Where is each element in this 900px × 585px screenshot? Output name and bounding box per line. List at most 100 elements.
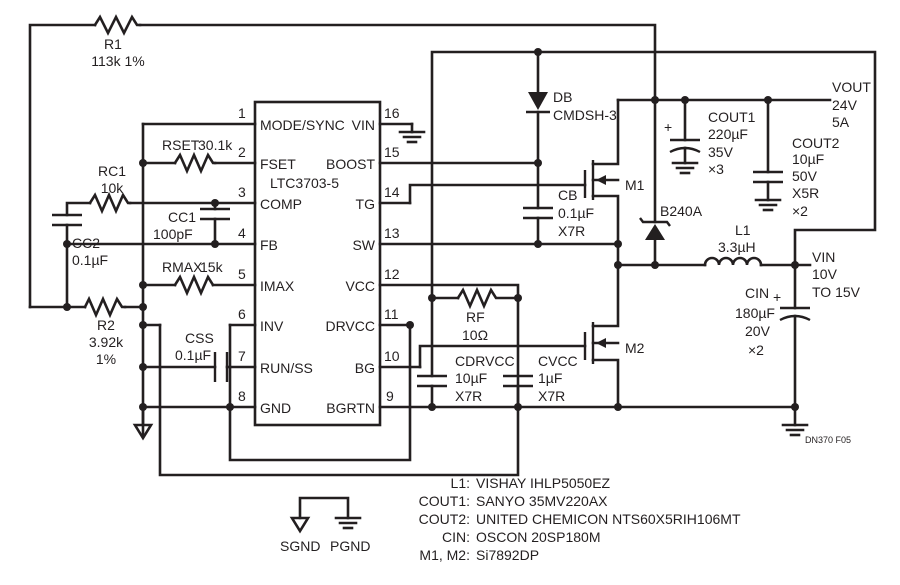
vin-rail (430, 50, 877, 287)
css-value: 0.1µF (175, 347, 211, 363)
pin-name: MODE/SYNC (260, 117, 345, 133)
cdrvcc-dielectric: X7R (455, 388, 482, 404)
bom-part: UNITED CHEMICON NTS60X5RIH106MT (476, 511, 741, 527)
pin-num: 15 (384, 144, 400, 160)
rset-ref: RSET (162, 137, 200, 153)
vout-label: VOUT (832, 79, 871, 95)
r1-net (28, 23, 657, 309)
l1-value: 3.3µH (718, 239, 756, 255)
l1-ref: L1 (735, 222, 751, 238)
vin-min: 10V (812, 266, 838, 282)
r2-net (28, 242, 215, 309)
sgnd-legend-icon (289, 516, 311, 534)
figure-id: DN370 F05 (805, 435, 851, 445)
pin-num: 6 (238, 306, 246, 322)
pin-name: VCC (345, 278, 375, 294)
m1-drain (591, 98, 620, 166)
pin-num: 5 (238, 266, 246, 282)
cc2-ref: CC2 (72, 235, 100, 251)
r2-resistor (83, 295, 127, 319)
db-value: CMDSH-3 (553, 107, 617, 123)
m1-ref: M1 (625, 177, 645, 193)
bom-part: Si7892DP (476, 547, 539, 563)
bg-net (418, 344, 587, 369)
cout2-qty: ×2 (792, 203, 808, 219)
l1-inductor (703, 256, 763, 267)
rmax-value: 15k (200, 259, 224, 275)
rset-resistor (173, 151, 217, 175)
r2-value: 3.92k (89, 334, 124, 350)
bom-list: L1: VISHAY IHLP5050EZ COUT1: SANYO 35MV2… (419, 475, 741, 563)
r2-ref: R2 (97, 317, 115, 333)
rmax-resistor (173, 273, 215, 297)
cvcc-ref: CVCC (538, 353, 578, 369)
pin-num: 9 (386, 388, 394, 404)
pin-name: RUN/SS (260, 360, 313, 376)
cin-value: 180µF (735, 305, 775, 321)
css-ref: CSS (185, 330, 214, 346)
cout1-ground (671, 146, 699, 175)
pin-name: BG (355, 360, 375, 376)
r2-tolerance: 1% (96, 351, 116, 367)
vin-range: TO 15V (812, 284, 861, 300)
cout1-value: 220µF (708, 126, 748, 142)
cc1-value: 100pF (153, 226, 193, 242)
vout-voltage: 24V (832, 97, 858, 113)
cout1-plus-icon: + (664, 119, 672, 135)
pin-name: FB (260, 237, 278, 253)
ic-name: LTC3703-5 (270, 175, 339, 191)
cdrvcc-value: 10µF (455, 370, 487, 386)
pgnd-legend-icon (334, 516, 362, 530)
db-diode (528, 92, 548, 110)
ic-left-pin-stubs (141, 122, 257, 409)
cin-qty: ×2 (748, 342, 764, 358)
pgnd-label: PGND (330, 538, 370, 554)
cout2-value: 10µF (792, 151, 824, 167)
rc1-ref: RC1 (98, 163, 126, 179)
pin-name: COMP (260, 196, 302, 212)
pin-name: DRVCC (325, 318, 375, 334)
cin-ref: CIN (745, 285, 769, 301)
cout2-dielectric: X5R (792, 185, 819, 201)
inv-loop (228, 323, 412, 462)
rf-value: 10Ω (462, 327, 488, 343)
cout1-voltage: 35V (708, 144, 734, 160)
pin-name: INV (260, 318, 284, 334)
bom-ref: COUT2: (419, 511, 470, 527)
pin-num: 12 (384, 266, 400, 282)
pgnd-symbol (398, 130, 426, 144)
rc1-resistor (88, 191, 132, 215)
pin-num: 14 (384, 184, 400, 200)
pin-num: 10 (384, 348, 400, 364)
rf-resistor (456, 286, 520, 310)
d2-ref: B240A (660, 203, 703, 219)
pin-num: 16 (384, 105, 400, 121)
pin-name: BGRTN (326, 400, 375, 416)
r1-ref: R1 (104, 36, 122, 52)
sgnd-label: SGND (280, 538, 320, 554)
cc1-ref: CC1 (168, 209, 196, 225)
pin-num: 7 (238, 348, 246, 364)
ground-link (298, 496, 350, 520)
r1-value: 113k 1% (91, 53, 144, 69)
d2-diode (645, 224, 665, 240)
bom-ref: M1, M2: (419, 547, 470, 563)
rmax-ref: RMAX (162, 259, 203, 275)
ic-right-pin-stubs (378, 122, 797, 409)
pin-name: GND (260, 400, 291, 416)
m2-source (591, 358, 620, 409)
m2-drain (591, 263, 620, 328)
pin-name: VIN (352, 117, 375, 133)
bom-ref: CIN: (442, 529, 470, 545)
cdrvcc-ref: CDRVCC (455, 353, 515, 369)
cb-value: 0.1µF (558, 205, 594, 221)
cin-voltage: 20V (745, 323, 771, 339)
bom-part: SANYO 35MV220AX (476, 493, 608, 509)
vout-current: 5A (832, 114, 850, 130)
cout2-voltage: 50V (792, 168, 818, 184)
vcc-loop (158, 283, 520, 477)
pin-names: MODE/SYNC FSET COMP FB IMAX INV RUN/SS G… (260, 117, 376, 416)
pin-num: 3 (238, 184, 246, 200)
pin-name: IMAX (260, 278, 295, 294)
cout2-ref: COUT2 (792, 135, 840, 151)
